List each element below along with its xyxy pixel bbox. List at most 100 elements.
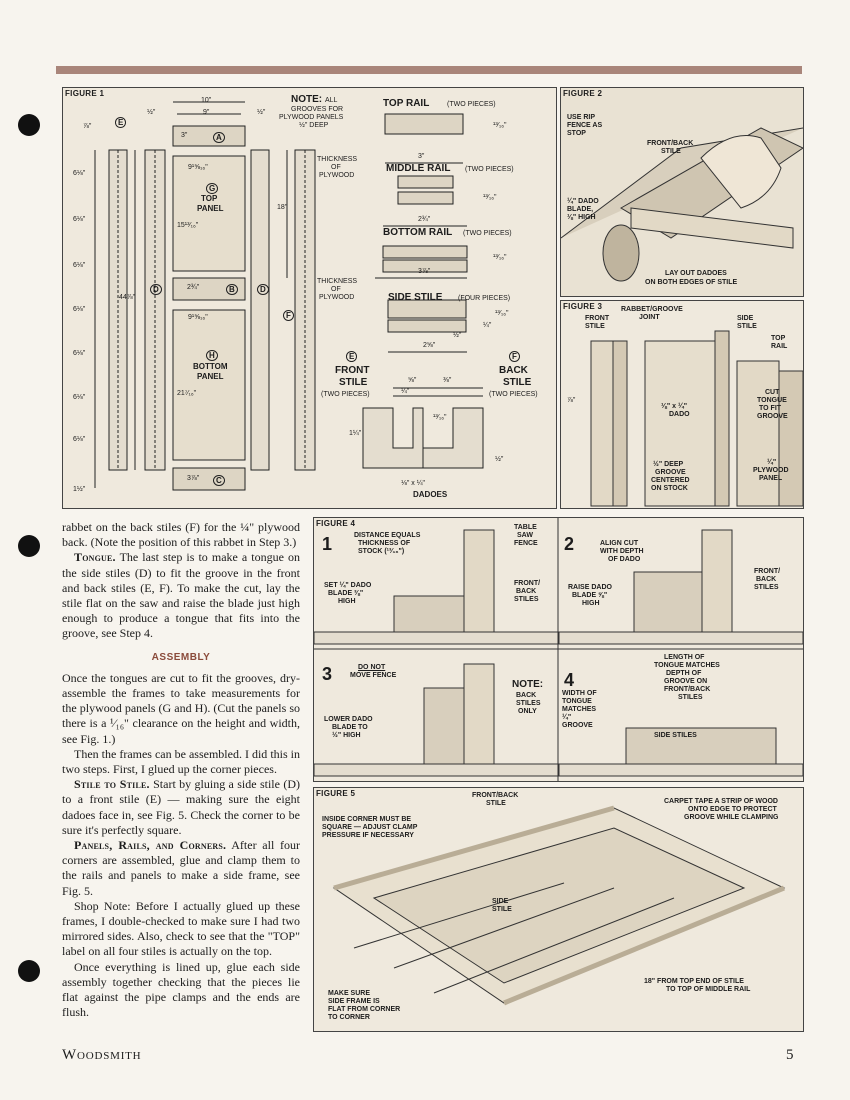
set-dado-label: BLADE ⅜" — [328, 590, 364, 597]
dim-6-1-8: 6⅛" — [73, 436, 86, 443]
side-stile-label: STILE — [492, 906, 512, 913]
figure-4-drawing — [314, 518, 803, 781]
run-in-head: Stile to Stile. — [74, 777, 150, 792]
dim-13-16: ¹³⁄₁₆" — [493, 254, 507, 261]
rabbet-groove-label: RABBET/GROOVE — [621, 306, 683, 313]
length-tongue-label: STILES — [678, 694, 703, 701]
deep-groove-label: GROOVE — [655, 469, 686, 476]
section-heading: ASSEMBLY — [151, 651, 211, 663]
side-stiles-label: SIDE STILES — [654, 732, 697, 739]
top-rail-label: RAIL — [771, 343, 788, 350]
dim-1-4-b: ¼" — [401, 388, 410, 395]
bottom-panel-label-2: PANEL — [197, 372, 224, 381]
front-back-stile-label: FRONT/BACK — [647, 140, 694, 147]
run-in-head: Panels, Rails, and Corners. — [74, 838, 227, 853]
dim-top-width: 9¹⅝₁₆" — [188, 164, 208, 171]
side-stile-label: SIDE STILE — [388, 292, 443, 303]
thickness-label: PLYWOOD — [319, 172, 355, 179]
inside-corner-label: INSIDE CORNER MUST BE — [322, 816, 412, 823]
dim-44: 44⅞" — [119, 294, 136, 301]
thickness-label: THICKNESS — [317, 156, 358, 163]
paragraph-text: After all four corners are assembled, gl… — [62, 838, 300, 898]
length-tongue-label: GROOVE ON — [664, 678, 708, 685]
front-back-label: FRONT/ — [514, 580, 541, 587]
cut-tongue-label: CUT — [765, 389, 780, 396]
letter-g: G — [206, 183, 219, 194]
align-cut-label: OF DADO — [608, 556, 641, 563]
dim-6-1-8: 6⅛" — [73, 216, 86, 223]
figure-3: FIGURE 3 FRONT STILE RABBET/GROOVE JOINT… — [560, 300, 804, 509]
front-stile-label: FRONT — [585, 315, 610, 322]
thickness-label: PLYWOOD — [319, 294, 355, 301]
dim-18: 18" — [277, 204, 288, 211]
front-stile-label: FRONT — [335, 365, 370, 376]
dim-13-16: ¹³⁄₁₆" — [483, 194, 497, 201]
front-back-stile-label: STILE — [661, 148, 681, 155]
dim-10: 10" — [201, 97, 212, 104]
step-number: 3 — [322, 664, 333, 684]
note-line: ALL — [325, 97, 338, 104]
front-stile-count: (TWO PIECES) — [321, 391, 370, 398]
eighteen-label: 18" FROM TOP END OF STILE — [644, 978, 744, 985]
table-saw-label: SAW — [517, 532, 533, 539]
table-saw-label: FENCE — [514, 540, 538, 547]
dim-1-2: ½" — [453, 332, 462, 339]
step1-label: STOCK (¹³⁄₁₆") — [358, 548, 405, 555]
length-tongue-label: TONGUE MATCHES — [654, 662, 720, 669]
bottom-rail-count: (TWO PIECES) — [463, 230, 512, 237]
do-not-label: MOVE FENCE — [350, 672, 397, 679]
width-tongue-label: GROOVE — [562, 722, 593, 729]
figure-2: FIGURE 2 USE RIP FENCE AS STOP FRONT/BAC… — [560, 87, 804, 297]
bottom-rail-label: BOTTOM RAIL — [383, 227, 453, 238]
note-line: ½" DEEP — [299, 122, 329, 129]
front-back-label: BACK — [516, 588, 537, 595]
figure-label: FIGURE 4 — [316, 519, 356, 528]
lay-out-label: LAY OUT DADOES — [665, 270, 727, 277]
dim-bottom-height: 21⁷⁄₁₆" — [177, 390, 197, 397]
side-stile-count: (FOUR PIECES) — [458, 295, 511, 302]
dim-rail-3-7-8: 3⅞" — [418, 268, 431, 275]
dim-bottom-width: 9¹⅝₁₆" — [188, 314, 208, 321]
middle-rail-label: MIDDLE RAIL — [386, 163, 451, 174]
carpet-tape-label: CARPET TAPE A STRIP OF WOOD — [664, 798, 778, 805]
top-rail-count: (TWO PIECES) — [447, 101, 496, 108]
rip-fence-label: STOP — [567, 130, 586, 137]
dim-rail-2-3-4: 2¾" — [418, 216, 431, 223]
front-back-label-2: FRONT/ — [754, 568, 781, 575]
dim-7-8: ⅞" — [83, 123, 92, 130]
dim-3: 3" — [181, 132, 188, 139]
set-dado-label: HIGH — [338, 598, 356, 605]
figure-label: FIGURE 2 — [563, 89, 603, 98]
figure-5-drawing — [332, 805, 786, 1006]
deep-groove-label: CENTERED — [651, 477, 690, 484]
width-tongue-label: WIDTH OF — [562, 690, 597, 697]
paragraph: Once the tongues are cut to fit the groo… — [62, 670, 300, 746]
plywood-label: PANEL — [759, 475, 783, 482]
note-line: GROOVES FOR — [291, 106, 344, 113]
note-line: PLYWOOD PANELS — [279, 114, 344, 121]
front-stile-label: STILE — [585, 323, 605, 330]
dim-1-1-2: 1½" — [73, 486, 86, 493]
figure-1-drawing — [94, 101, 484, 491]
deep-groove-label: ½" DEEP — [653, 461, 684, 468]
magazine-name: Woodsmith — [62, 1047, 142, 1063]
body-column: rabbet on the back stiles (F) for the ¼"… — [62, 520, 300, 1021]
length-tongue-label: DEPTH OF — [666, 670, 702, 677]
letter-b: B — [226, 284, 238, 295]
cut-tongue-label: TO FIT — [759, 405, 782, 412]
lower-dado-label: ½" HIGH — [332, 732, 361, 739]
back-stile-label: BACK — [499, 365, 528, 376]
letter-e: E — [115, 117, 127, 128]
paragraph: Tongue. The last step is to make a tongu… — [62, 550, 300, 641]
paragraph: Stile to Stile. Start by gluing a side s… — [62, 777, 300, 838]
top-rail-label: TOP — [771, 335, 786, 342]
side-stile-label: STILE — [737, 323, 757, 330]
make-sure-label: TO CORNER — [328, 1014, 370, 1021]
letter-d: D — [150, 284, 162, 295]
dado-blade-label: ⅛" HIGH — [567, 214, 596, 221]
make-sure-label: FLAT FROM CORNER — [328, 1006, 401, 1013]
dado-label: DADO — [669, 411, 690, 418]
dadoes-label: DADOES — [413, 490, 448, 499]
dim-6-1-8: 6⅛" — [73, 262, 86, 269]
step-number: 1 — [322, 534, 333, 554]
